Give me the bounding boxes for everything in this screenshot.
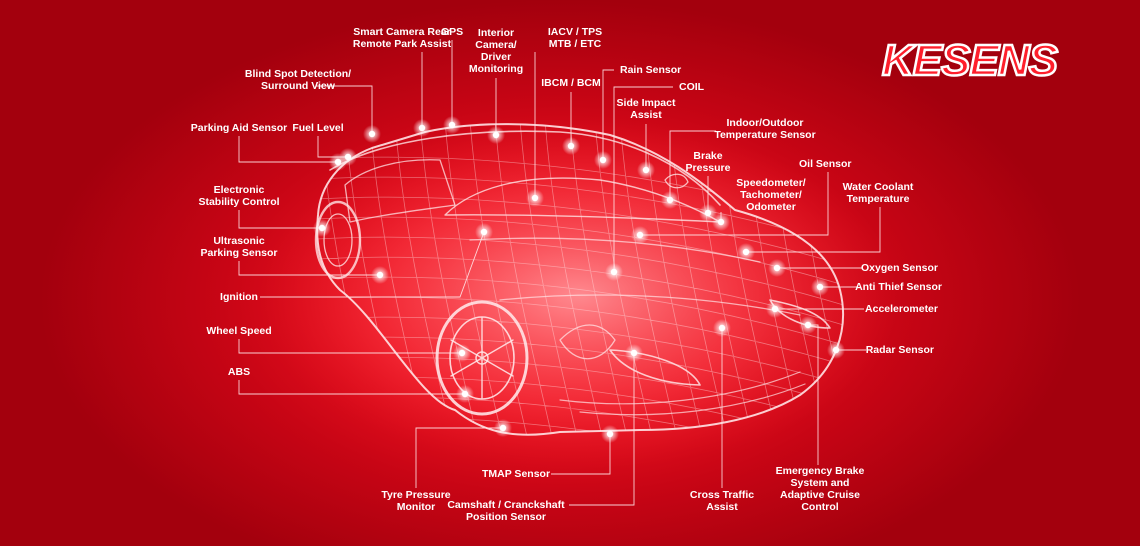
leader-tyre-pressure <box>415 427 503 488</box>
mesh-lines <box>317 124 844 435</box>
label-gps: GPS <box>440 26 464 38</box>
sensor-dot-iacv <box>531 194 539 202</box>
label-rain-sensor: Rain Sensor <box>620 64 682 76</box>
leader-blind-spot <box>316 85 373 134</box>
roofline <box>329 130 721 206</box>
front-grille <box>559 324 616 360</box>
sensor-dot-abs <box>461 390 469 398</box>
label-radar: Radar Sensor <box>865 344 934 356</box>
sensor-dot-radar <box>832 346 840 354</box>
sensor-dot-water-coolant <box>742 248 750 256</box>
label-abs: ABS <box>227 366 251 378</box>
sensor-dot-cross-traffic <box>718 324 726 332</box>
sensor-dot-anti-thief <box>816 283 824 291</box>
label-coil: COIL <box>679 81 705 93</box>
leader-camshaft <box>569 353 635 506</box>
leader-rain-sensor <box>602 69 614 160</box>
sensor-dot-parking-aid <box>334 158 342 166</box>
sensor-dot-indoor-outdoor <box>666 196 674 204</box>
leader-esc <box>238 210 322 229</box>
sensor-dot-tmap <box>606 430 614 438</box>
sensor-dot-rain-sensor <box>599 156 607 164</box>
leader-ultrasonic <box>238 261 380 276</box>
lower-intake <box>559 371 806 416</box>
leader-water-coolant <box>746 207 881 253</box>
label-tmap: TMAP Sensor <box>481 468 551 480</box>
sensor-dot-oil-sensor <box>636 231 644 239</box>
leader-coil <box>613 86 673 272</box>
sensor-dot-ignition <box>480 228 488 236</box>
sensor-dot-ibcm <box>567 142 575 150</box>
leader-oil-sensor <box>640 172 829 236</box>
sensor-dot-wheel-speed <box>458 349 466 357</box>
label-ibcm: IBCM / BCM <box>541 77 601 89</box>
car-body-outline <box>316 123 844 436</box>
sensor-dot-tyre-pressure <box>499 424 507 432</box>
windshield <box>444 177 721 223</box>
side-mirror <box>664 173 689 189</box>
label-anti-thief: Anti Thief Sensor <box>855 281 942 293</box>
front-hub <box>475 351 489 365</box>
leader-tmap <box>551 434 611 475</box>
sensor-dots <box>313 116 845 443</box>
sensor-dot-smart-camera <box>418 124 426 132</box>
label-wheel-speed: Wheel Speed <box>206 325 272 337</box>
sensor-dot-camshaft <box>630 349 638 357</box>
label-fuel-level: Fuel Level <box>292 122 344 134</box>
leader-abs <box>238 380 465 395</box>
rear-tyre <box>314 200 362 280</box>
rear-wheel <box>314 200 362 280</box>
sensor-dot-accelerometer <box>771 305 779 313</box>
kesens-logo: KESENS <box>881 36 1059 85</box>
front-rim <box>449 316 515 400</box>
front-rim-spokes <box>450 317 514 399</box>
headlight-left <box>609 349 701 386</box>
sensor-dot-brake-pressure <box>704 209 712 217</box>
leader-indoor-outdoor <box>669 130 716 200</box>
leader-wheel-speed <box>238 339 462 354</box>
sensor-dot-emergency-brake <box>804 321 812 329</box>
label-oil-sensor: Oil Sensor <box>799 158 852 170</box>
sensor-dot-speedometer <box>717 218 725 226</box>
sensor-dot-gps <box>448 121 456 129</box>
label-ignition: Ignition <box>220 291 258 303</box>
sensor-dot-coil <box>610 268 618 276</box>
front-tyre <box>435 300 529 416</box>
sensor-dot-blind-spot <box>368 130 376 138</box>
label-accelerometer: Accelerometer <box>865 303 938 315</box>
label-speedometer: Speedometer/Tachometer/Odometer <box>736 177 806 213</box>
rear-rim <box>323 213 353 267</box>
sensor-dot-oxygen <box>773 264 781 272</box>
sensor-dot-ultrasonic <box>376 271 384 279</box>
sensor-dot-interior-camera <box>492 131 500 139</box>
front-wheel <box>435 300 529 416</box>
leader-lines <box>238 40 881 506</box>
label-oxygen: Oxygen Sensor <box>860 262 938 274</box>
sensor-dot-esc <box>318 224 326 232</box>
sensor-dot-side-impact <box>642 166 650 174</box>
side-window <box>344 159 456 223</box>
hood-line <box>469 237 801 316</box>
sensor-dot-fuel-level <box>344 153 352 161</box>
label-blind-spot: Blind Spot Detection/Surround View <box>244 68 352 92</box>
label-parking-aid: Parking Aid Sensor <box>190 122 288 134</box>
leader-ignition <box>260 231 485 298</box>
leader-parking-aid <box>238 136 338 163</box>
